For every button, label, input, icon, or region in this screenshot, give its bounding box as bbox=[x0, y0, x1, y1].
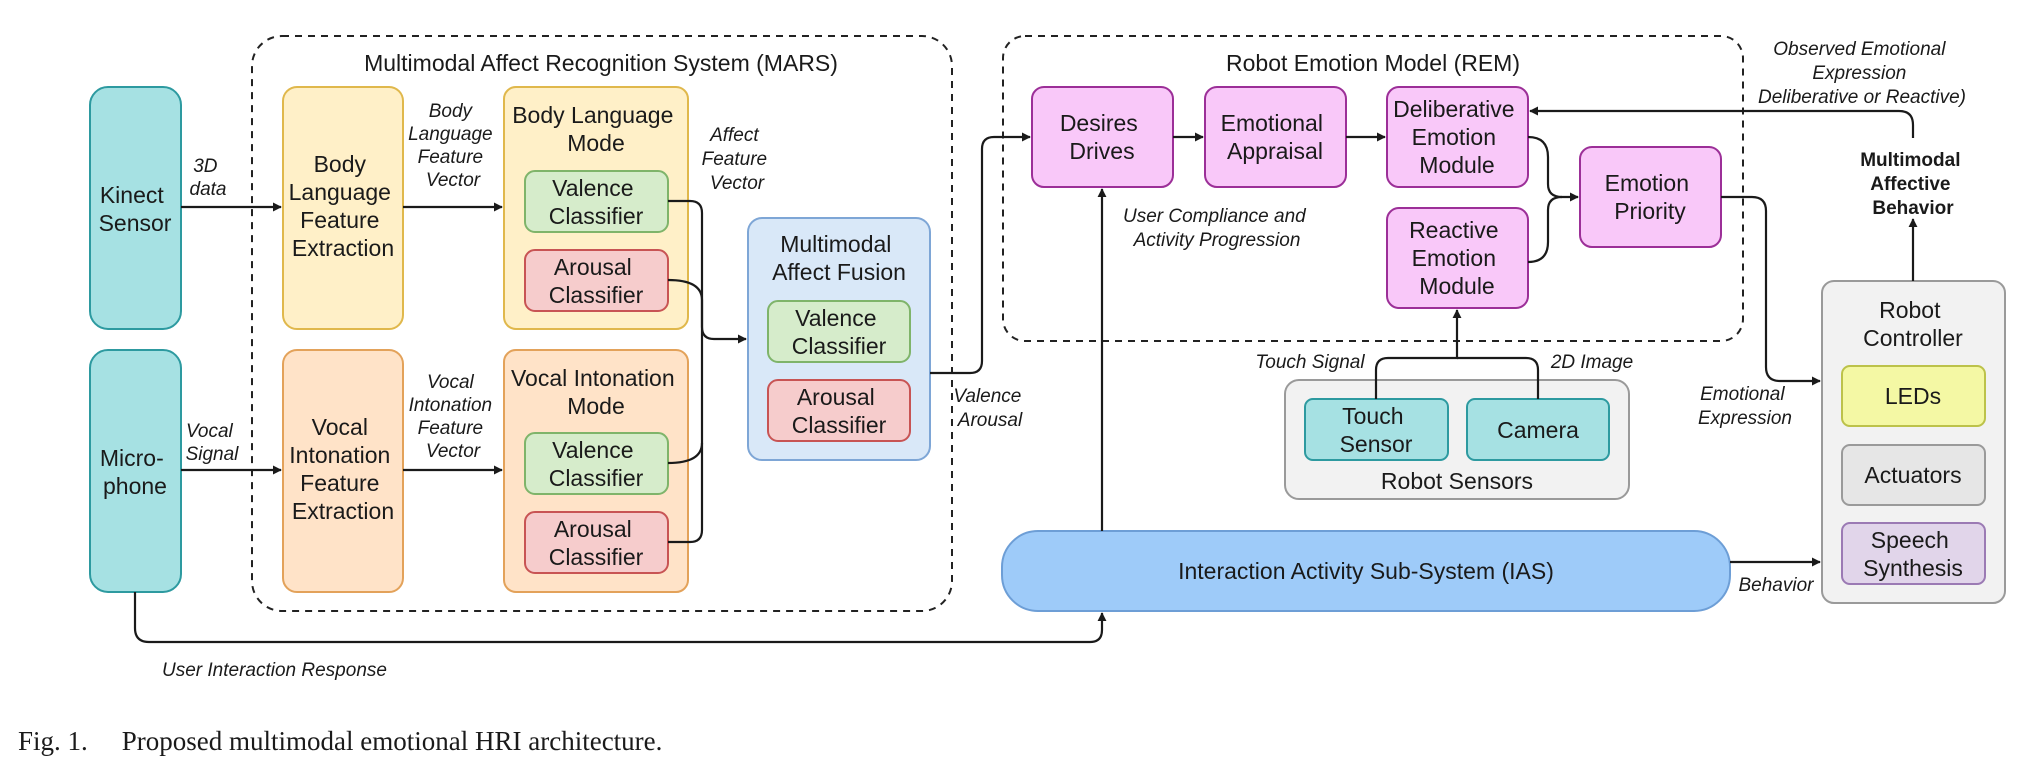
label-vocal-intonation-feature-vector: Vocal Intonation Feature Vector bbox=[409, 372, 498, 462]
emotion-priority-label: Emotion Priority bbox=[1605, 170, 1696, 224]
architecture-diagram: Multimodal Affect Recognition System (MA… bbox=[89, 35, 2006, 681]
label-body-language-feature-vector: Body Language Feature Vector bbox=[408, 101, 498, 191]
edge-body-valence-to-fusion bbox=[668, 199, 747, 344]
emotional-appraisal-node bbox=[1204, 86, 1347, 188]
label-3d-data: 3D data bbox=[190, 156, 227, 200]
edge-microphone-to-ias bbox=[133, 592, 1107, 644]
label-2d-image: 2D Image bbox=[1550, 352, 1633, 373]
label-user-compliance: User Compliance and Activity Progression bbox=[1123, 206, 1311, 251]
fusion-arousal-classifier-node bbox=[767, 379, 911, 442]
fusion-valence-classifier-node bbox=[767, 300, 911, 363]
speech-synthesis-node bbox=[1841, 522, 1986, 585]
label-vocal-signal: Vocal Signal bbox=[186, 421, 240, 465]
microphone-label: Micro- phone bbox=[100, 445, 170, 499]
edge-fusion-to-desires bbox=[930, 132, 1031, 375]
multimodal-affect-fusion-label: Multimodal Affect Fusion bbox=[772, 231, 906, 285]
robot-sensors-title: Robot Sensors bbox=[1381, 468, 1533, 494]
figure-number: Fig. 1. bbox=[18, 726, 88, 756]
deliberative-emotion-module-label: Deliberative Emotion Module bbox=[1393, 96, 1521, 178]
mars-group-title: Multimodal Affect Recognition System (MA… bbox=[364, 50, 838, 76]
label-affect-feature-vector: Affect Feature Vector bbox=[702, 125, 773, 194]
kinect-sensor-label: Kinect Sensor bbox=[99, 182, 172, 236]
edge-reactive-to-priority bbox=[1527, 195, 1563, 264]
reactive-emotion-module-label: Reactive Emotion Module bbox=[1409, 217, 1505, 299]
edge-priority-to-controller bbox=[1721, 195, 1821, 386]
kinect-sensor-node bbox=[89, 86, 182, 330]
actuators-label: Actuators bbox=[1864, 462, 1961, 488]
fusion-valence-classifier-label: Valence Classifier bbox=[792, 305, 887, 359]
label-valence-arousal: Valence Arousal bbox=[953, 386, 1026, 431]
figure-caption: Fig. 1. Proposed multimodal emotional HRI… bbox=[18, 726, 662, 757]
leds-node bbox=[1841, 365, 1986, 427]
fusion-arousal-classifier-label: Arousal Classifier bbox=[792, 384, 887, 438]
body-language-mode-label: Body Language Mode bbox=[512, 102, 680, 156]
edge-camera-to-reactive bbox=[1457, 356, 1540, 399]
edge-body-arousal-to-fusion bbox=[667, 278, 704, 339]
label-emotional-expression: Emotional Expression bbox=[1698, 384, 1792, 429]
edge-observed-to-deliberative bbox=[1529, 106, 1915, 138]
edge-vocal-arousal-to-fusion bbox=[668, 443, 704, 544]
vocal-intonation-mode-label: Vocal Intonation Mode bbox=[511, 365, 681, 419]
body-valence-classifier-label: Valence Classifier bbox=[549, 175, 644, 229]
leds-label: LEDs bbox=[1885, 383, 1941, 409]
vocal-feature-extraction-label: Vocal Intonation Feature Extraction bbox=[289, 414, 396, 524]
reactive-emotion-module-node bbox=[1386, 207, 1529, 309]
label-multimodal-affective-behavior: Multimodal Affective Behavior bbox=[1860, 150, 1966, 219]
label-behavior: Behavior bbox=[1739, 575, 1815, 596]
label-observed-emotional-expression: Observed Emotional Expression Deliberati… bbox=[1758, 39, 1966, 108]
speech-synthesis-label: Speech Synthesis bbox=[1863, 527, 1963, 581]
ias-label: Interaction Activity Sub-System (IAS) bbox=[1178, 558, 1554, 584]
microphone-node bbox=[89, 349, 182, 593]
label-user-interaction-response: User Interaction Response bbox=[162, 660, 387, 681]
emotional-appraisal-label: Emotional Appraisal bbox=[1221, 110, 1330, 164]
actuators-node bbox=[1841, 444, 1986, 506]
touch-sensor-label: Touch Sensor bbox=[1340, 403, 1413, 457]
body-arousal-classifier-label: Arousal Classifier bbox=[549, 254, 644, 308]
figure-caption-text: Proposed multimodal emotional HRI archit… bbox=[121, 726, 663, 756]
vocal-arousal-classifier-label: Arousal Classifier bbox=[549, 516, 644, 570]
rem-group bbox=[1002, 35, 1744, 342]
edge-touch-to-reactive bbox=[1374, 309, 1462, 399]
edge-deliberative-to-priority bbox=[1527, 135, 1579, 202]
camera-label: Camera bbox=[1497, 417, 1579, 443]
vocal-valence-classifier-label: Valence Classifier bbox=[549, 437, 644, 491]
emotion-priority-node bbox=[1579, 146, 1722, 248]
robot-controller-title: Robot Controller bbox=[1863, 297, 1963, 351]
desires-drives-node bbox=[1031, 86, 1174, 188]
rem-group-title: Robot Emotion Model (REM) bbox=[1226, 50, 1520, 76]
desires-drives-label: Desires Drives bbox=[1060, 110, 1144, 164]
ias-node bbox=[1001, 530, 1731, 612]
label-touch-signal: Touch Signal bbox=[1255, 352, 1365, 373]
body-feature-extraction-label: Body Language Feature Extraction bbox=[289, 151, 398, 261]
